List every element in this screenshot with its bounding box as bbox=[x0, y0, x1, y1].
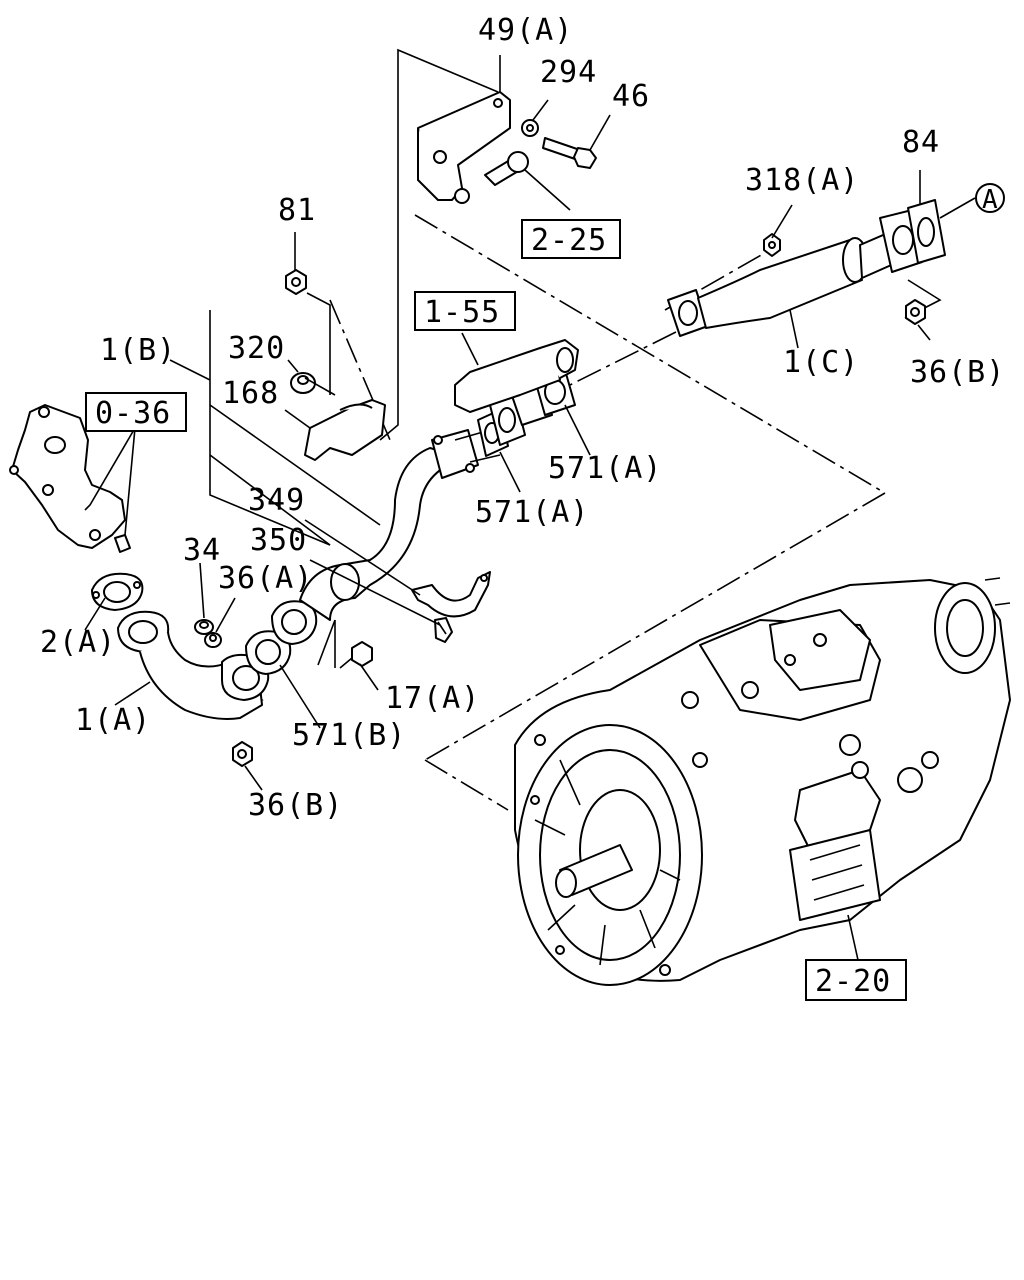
callout-a: A bbox=[975, 183, 1005, 215]
bracket-168 bbox=[304, 377, 386, 461]
label-571b: 571(B) bbox=[292, 718, 406, 753]
label-571a-1: 571(A) bbox=[548, 451, 662, 486]
pipe-1c bbox=[667, 209, 923, 337]
label-46: 46 bbox=[612, 79, 650, 114]
label-36a: 36(A) bbox=[218, 561, 313, 596]
label-349: 349 bbox=[248, 483, 305, 518]
nut-36b-upper bbox=[905, 299, 926, 325]
ref-0-36: 0-36 bbox=[95, 396, 171, 431]
hanger-349 bbox=[411, 571, 491, 618]
exhaust-manifold bbox=[9, 404, 131, 553]
nut-36b-lower bbox=[232, 741, 253, 767]
label-2a: 2(A) bbox=[40, 625, 116, 660]
label-36b-upper: 36(B) bbox=[910, 355, 1005, 390]
label-1a: 1(A) bbox=[75, 703, 151, 738]
nut-318a bbox=[763, 233, 781, 257]
gasket-84 bbox=[907, 199, 946, 264]
label-36b-lower: 36(B) bbox=[248, 788, 343, 823]
gasket-571b bbox=[245, 600, 318, 675]
label-a: A bbox=[982, 185, 999, 215]
bracket-49a bbox=[417, 91, 529, 204]
ref-1-55: 1-55 bbox=[424, 295, 500, 330]
label-294: 294 bbox=[540, 55, 597, 90]
label-17a: 17(A) bbox=[385, 681, 480, 716]
nut-36a bbox=[204, 632, 222, 648]
bolt-350 bbox=[434, 617, 453, 643]
washer-294 bbox=[521, 119, 539, 137]
label-168: 168 bbox=[222, 376, 279, 411]
transmission-assembly bbox=[514, 577, 1011, 986]
label-34: 34 bbox=[183, 533, 221, 568]
leader-lines bbox=[84, 55, 976, 961]
nut-81 bbox=[285, 269, 307, 295]
bolt-17a bbox=[339, 641, 373, 669]
label-350: 350 bbox=[250, 523, 307, 558]
flange-1-55 bbox=[454, 339, 579, 413]
label-320: 320 bbox=[228, 331, 285, 366]
washer-34 bbox=[194, 619, 214, 635]
reference-boxes: 2-25 1-55 0-36 2-20 bbox=[85, 219, 907, 1001]
label-318a: 318(A) bbox=[745, 163, 859, 198]
label-571a-2: 571(A) bbox=[475, 495, 589, 530]
pipe-1a bbox=[117, 610, 270, 720]
label-49a: 49(A) bbox=[478, 13, 573, 48]
label-84: 84 bbox=[902, 125, 940, 160]
label-1c: 1(C) bbox=[783, 345, 859, 380]
pipe-1b bbox=[299, 429, 501, 621]
collar-320 bbox=[290, 372, 316, 394]
gasket-2a bbox=[91, 572, 144, 611]
label-1b: 1(B) bbox=[100, 333, 176, 368]
bolt-46 bbox=[542, 137, 597, 169]
ref-2-20: 2-20 bbox=[815, 964, 891, 999]
group-bracket-lines bbox=[209, 48, 942, 811]
part-labels: 49(A) 294 46 81 318(A) 84 1(B) 320 168 1… bbox=[40, 13, 1005, 823]
label-81: 81 bbox=[278, 193, 316, 228]
ref-2-25: 2-25 bbox=[531, 223, 607, 258]
